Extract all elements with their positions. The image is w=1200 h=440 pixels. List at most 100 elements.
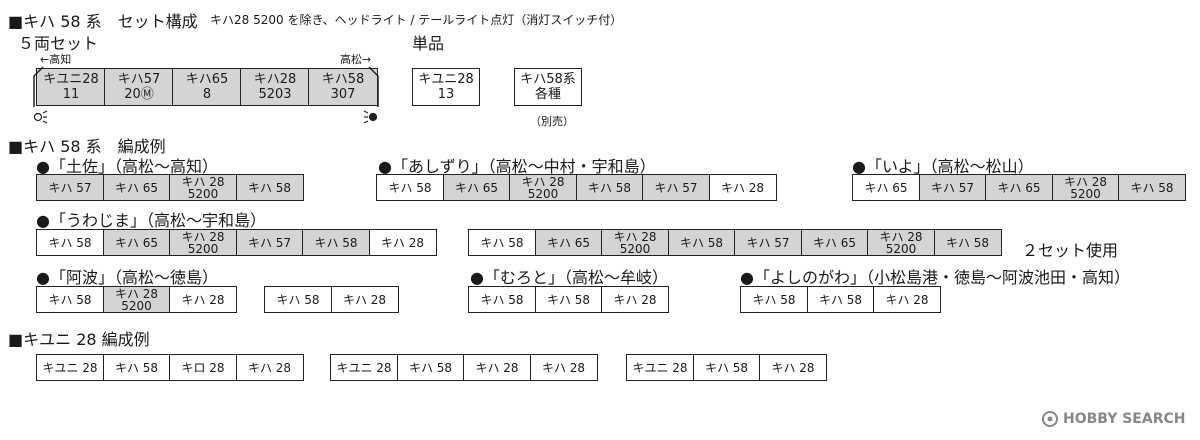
car-model: キハ 28 (475, 360, 519, 375)
formation-car: キハ 58 (692, 354, 761, 381)
label-tosa: ●「土佐」（高松〜高知） (36, 157, 218, 176)
car-number: 5200 (121, 298, 152, 313)
car-model: キハ 58 (1130, 180, 1174, 195)
car-model: キハ 28 (1063, 174, 1108, 189)
car-model: キハ 28 (771, 360, 815, 375)
formation-car: キハ 65 (800, 229, 869, 256)
formation-car: キハ 28 (759, 354, 827, 381)
car-model: キハ 58 (314, 235, 358, 250)
car-model: キユニ 28 (336, 360, 392, 375)
formation-car: キハ 65 (534, 229, 603, 256)
car-model: キハ 58 (247, 180, 292, 195)
car-model: キハ 65 (997, 180, 1041, 195)
formation-car: キハ 58 (396, 354, 465, 381)
car-model: キハ 58 (114, 360, 159, 375)
formation-car: キハ 57 (734, 229, 802, 256)
set-car-number: 20Ⓜ (124, 87, 154, 102)
set-car-model: キハ57 (117, 72, 161, 87)
single-car-number: 13 (437, 87, 455, 102)
set-car-number: 11 (62, 87, 80, 102)
formation-car: キハ 28 (169, 286, 237, 313)
formation-car: キハ 58 (102, 354, 171, 381)
car-model: キハ 58 (818, 292, 863, 307)
two-sets-label: ２セット使用 (1022, 241, 1119, 260)
label-iyo: ●「いよ」（高松〜松山） (852, 157, 1034, 176)
car-model: キハ 58 (752, 292, 796, 307)
five-car-set-label: ５両セット (18, 34, 99, 53)
set-car-number: 307 (330, 87, 356, 102)
car-model: キハ 65 (864, 180, 908, 195)
formation-car: キハ 58 (235, 174, 304, 201)
headlight-note: キハ28 5200 を除き、ヘッドライト / テールライト点灯（消灯スイッチ付） (210, 13, 623, 27)
formation-car: キハ 58 (468, 229, 536, 256)
single-car-model: キハ58系 (520, 72, 576, 87)
car-model: キハ 58 (480, 235, 524, 250)
formation-car: キハ 57 (918, 174, 987, 201)
car-model: キハ 28 (181, 174, 225, 189)
taillight-right-icon (363, 110, 377, 124)
car-model: キユニ 28 (42, 360, 98, 375)
formation-car: キハ 58 (376, 174, 444, 201)
car-model: キハ 58 (48, 292, 92, 307)
set-car-model: キハ28 (253, 72, 297, 87)
car-model: キハ 58 (587, 180, 632, 195)
kiyuni28-formation-heading: ■キユニ 28 編成例 (8, 330, 150, 349)
formation-car: キハ 58 (933, 229, 1002, 256)
car-model: キハ 28 (181, 229, 225, 244)
formation-car: キユニ 28 (626, 354, 694, 381)
formation-car: キハ 58 (1118, 174, 1186, 201)
car-number: 5200 (187, 186, 219, 201)
formation-car: キハ 28 (708, 174, 777, 201)
formation-car: キハ 58 (264, 286, 332, 313)
set-car-model: キユニ28 (43, 72, 99, 87)
formation-awa-b: キハ 58 キハ 28 (264, 286, 399, 313)
car-model: キハ 28 (342, 292, 387, 307)
formation-car: キユニ 28 (36, 354, 104, 381)
car-model: キハ 58 (388, 180, 432, 195)
direction-kochi: ←高知 (40, 53, 72, 66)
formation-car: キハ 58 (667, 229, 736, 256)
formation-car: キユニ 28 (330, 354, 398, 381)
car-model: キハ 57 (930, 180, 975, 195)
car-model: キロ 28 (181, 360, 225, 375)
car-model: キハ 28 (720, 180, 765, 195)
car-model: キハ 28 (613, 292, 657, 307)
front-nose-left (33, 66, 44, 107)
car-number: 5200 (527, 186, 559, 201)
watermark-text: HOBBY SEARCH (1063, 411, 1186, 427)
formation-car: キハ 28 (330, 286, 399, 313)
formation-car: キハ 58 (468, 286, 536, 313)
formation-car: キハ 58 (575, 174, 644, 201)
car-model: キハ 58 (276, 292, 320, 307)
formation-car: キハ 65 (985, 174, 1053, 201)
car-model: キハ 28 (885, 292, 929, 307)
car-model: キハ 65 (114, 235, 159, 250)
label-yoshinogawa: ●「よしのがわ」（小松島港・徳島〜阿波池田・高知） (740, 268, 1130, 287)
headlight-left-icon (34, 110, 48, 124)
hobby-search-logo-icon (1042, 411, 1058, 427)
formation-car: キハ 28 (873, 286, 941, 313)
formation-car: キハ 65 (442, 174, 511, 201)
car-number: 5200 (619, 241, 651, 256)
car-model: キユニ 28 (632, 360, 688, 375)
car-model: キハ 57 (247, 235, 292, 250)
car-model: キハ 58 (480, 292, 524, 307)
car-model: キハ 58 (704, 360, 749, 375)
car-model: キハ 58 (945, 235, 990, 250)
